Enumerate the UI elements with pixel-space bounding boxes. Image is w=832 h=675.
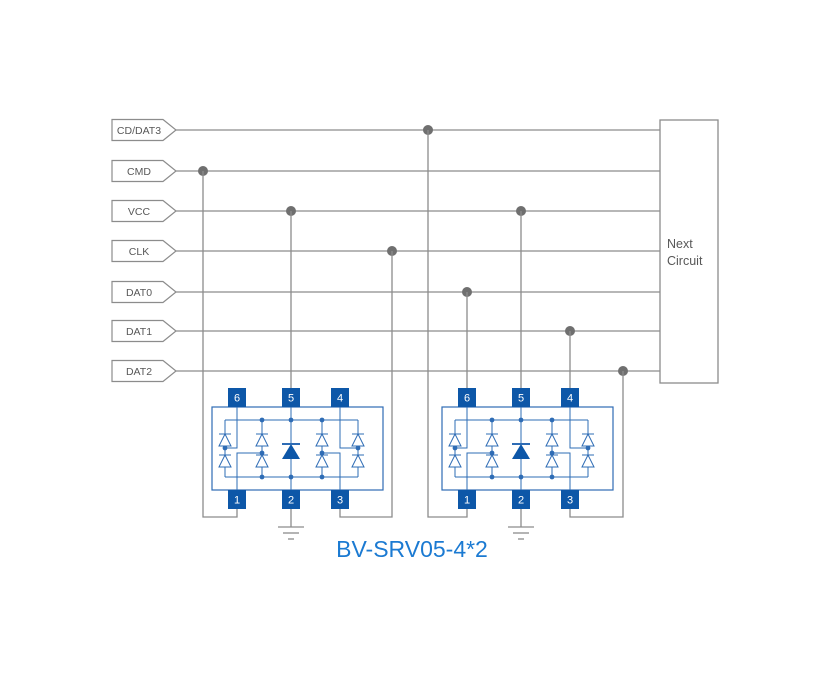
net-label-dat0-text: DAT0 [126, 287, 152, 299]
wire-cd-dat3-to-chip2-pin1 [427, 130, 468, 518]
chip1-pin1 [228, 490, 246, 509]
next-circuit-box [659, 119, 719, 384]
next-circuit-text-line2: Circuit [667, 254, 703, 268]
part-number-title: BV-SRV05-4*2 [336, 536, 488, 562]
chip2-pin3 [561, 490, 579, 509]
tvs-chip-1: 6 5 4 1 2 3 [211, 388, 384, 509]
chip2-pin4-label: 4 [567, 393, 573, 405]
chip1-pin6 [228, 388, 246, 407]
net-label-dat1 [111, 319, 177, 343]
chip2-pin1 [458, 490, 476, 509]
net-label-clk [111, 239, 177, 263]
wire-dat2-to-chip2-pin3 [569, 371, 624, 518]
net-label-cmd-text: CMD [127, 166, 151, 178]
chip1-pin1-label: 1 [234, 495, 240, 507]
chip1-pin4 [331, 388, 349, 407]
chip1-pin5-label: 5 [288, 393, 294, 405]
net-label-clk-text: CLK [129, 246, 149, 258]
tvs-chip-2: 6 5 4 1 2 3 [441, 388, 614, 509]
signal-row-clk: CLK [111, 239, 660, 263]
net-label-cd-dat3 [111, 118, 177, 142]
signal-row-vcc: VCC [111, 199, 660, 223]
chip2-pin2-label: 2 [518, 495, 524, 507]
net-label-dat2 [111, 359, 177, 383]
chip2-pin6 [458, 388, 476, 407]
chip1-pin2 [282, 490, 300, 509]
net-label-vcc [111, 199, 177, 223]
next-circuit-block: Next Circuit [659, 119, 719, 384]
chip2-pin6-label: 6 [464, 393, 470, 405]
net-label-cd-dat3-text: CD/DAT3 [117, 125, 161, 137]
chip2-pin5 [512, 388, 530, 407]
signal-row-cd-dat3: CD/DAT3 [111, 118, 660, 142]
chip1-pin6-label: 6 [234, 393, 240, 405]
next-circuit-text-line1: Next [667, 237, 693, 251]
net-label-dat1-text: DAT1 [126, 326, 152, 338]
chip2-pin4 [561, 388, 579, 407]
chip1-pin3-label: 3 [337, 495, 343, 507]
chip2-pin1-label: 1 [464, 495, 470, 507]
signal-row-dat2: DAT2 [111, 359, 660, 383]
chip2-pin3-label: 3 [567, 495, 573, 507]
signal-row-dat0: DAT0 [111, 280, 660, 304]
chip1-pin3 [331, 490, 349, 509]
ground-symbol-chip1 [278, 509, 304, 540]
chip2-pin5-label: 5 [518, 393, 524, 405]
signal-row-cmd: CMD [111, 159, 660, 183]
chip1-pin2-label: 2 [288, 495, 294, 507]
chip2-pin2 [512, 490, 530, 509]
chip1-pin4-label: 4 [337, 393, 343, 405]
net-label-dat0 [111, 280, 177, 304]
wire-cmd-to-chip1-pin1 [202, 171, 238, 518]
net-label-dat2-text: DAT2 [126, 366, 152, 378]
signal-row-dat1: DAT1 [111, 319, 660, 343]
net-label-cmd [111, 159, 177, 183]
chip1-pin5 [282, 388, 300, 407]
net-label-vcc-text: VCC [128, 206, 151, 218]
wire-clk-to-chip1-pin3 [339, 251, 393, 518]
ground-symbol-chip2 [508, 509, 534, 540]
